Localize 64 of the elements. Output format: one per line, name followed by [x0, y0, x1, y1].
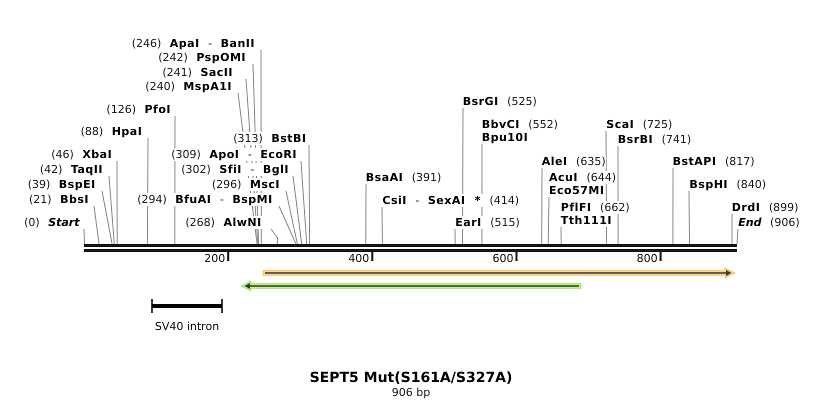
- leader-line: [108, 176, 115, 244]
- enzyme-site-label: (302) SfiI - BglI: [181, 162, 289, 176]
- enzyme-site-label: (46) XbaI: [51, 148, 112, 160]
- leader-line: [270, 228, 278, 244]
- enzyme-site-label: (246) ApaI - BanII: [132, 36, 255, 50]
- leader-line: [116, 160, 118, 244]
- leader-line: [94, 206, 100, 244]
- enzyme-site-label: (240) MspA1I: [145, 80, 232, 92]
- leader-line: [308, 144, 310, 244]
- sequence-length: 906 bp: [392, 386, 430, 400]
- leader-line: [84, 228, 85, 244]
- enzyme-site-label: (126) PfoI: [106, 102, 171, 116]
- enzyme-site-label: Eco57MI: [549, 184, 604, 196]
- leader-line: [560, 226, 562, 244]
- enzyme-site-label: PflFI (662): [560, 200, 630, 214]
- enzyme-site-label: BstAPI (817): [672, 154, 755, 168]
- enzyme-site-label: CsiI - SexAI * (414): [382, 194, 520, 206]
- scale-label: 400: [348, 252, 370, 265]
- enzyme-site-label: ScaI (725): [606, 118, 672, 130]
- leader-line: [688, 190, 690, 244]
- leader-line: [365, 184, 366, 244]
- enzyme-site-label: (241) SacII: [162, 66, 233, 78]
- leader-line: [672, 168, 674, 244]
- enzyme-site-label: (39) BspEI: [28, 178, 96, 190]
- enzyme-site-label: AleI (635): [542, 154, 606, 168]
- enzyme-site-label: End (906): [738, 216, 800, 228]
- enzyme-site-label: (42) TaqII: [40, 162, 103, 176]
- leader-line: [548, 196, 550, 244]
- map-title: SEPT5 Mut(S161A/S327A): [310, 370, 512, 387]
- enzyme-site-label: EarI (515): [455, 216, 520, 228]
- enzyme-site-label: BbvCI (552): [482, 118, 558, 130]
- scale-label: 600: [492, 252, 514, 265]
- enzyme-site-label: (294) BfuAI - BspMI: [137, 192, 273, 206]
- scale-label: 200: [204, 252, 226, 265]
- enzyme-site-label: DrdI (899): [732, 200, 798, 214]
- enzyme-site-label: Tth111I: [560, 214, 612, 226]
- enzyme-site-label: BspHI (840): [689, 178, 766, 190]
- enzyme-site-label: (296) MscI: [212, 178, 280, 190]
- enzyme-site-label: BsrGI (525): [462, 94, 537, 108]
- leader-line: [102, 190, 113, 244]
- enzyme-site-label: (309) ApoI - EcoRI: [171, 148, 297, 160]
- leader-line: [736, 228, 738, 244]
- leader-line: [300, 160, 308, 244]
- enzyme-site-label: BsaAI (391): [366, 170, 442, 184]
- enzyme-site-label: (242) PspOMI: [158, 50, 246, 64]
- leader-line: [454, 228, 456, 244]
- dna-backbone: [84, 244, 737, 252]
- leader-line: [278, 206, 296, 244]
- leader-line: [292, 176, 302, 244]
- enzyme-site-label: BsrBI (741): [618, 132, 692, 146]
- enzyme-site-label: AcuI (644): [549, 170, 616, 184]
- leader-line: [382, 206, 383, 244]
- enzyme-site-label: (313) BstBI: [233, 132, 306, 144]
- feature-label: SV40 intron: [154, 320, 220, 334]
- enzyme-site-label: (88) HpaI: [80, 124, 142, 138]
- scale-label: 800: [636, 252, 658, 265]
- leader-line: [541, 168, 542, 244]
- enzyme-site-label: (268) AlwNI: [185, 216, 262, 228]
- enzyme-site-label: (0) Start: [24, 216, 80, 228]
- leader-line: [618, 146, 619, 244]
- enzyme-site-label: (21) BbsI: [29, 192, 89, 206]
- leader-line: [286, 190, 298, 244]
- enzyme-site-label: Bpu10I: [482, 130, 528, 144]
- leader-line: [146, 138, 148, 244]
